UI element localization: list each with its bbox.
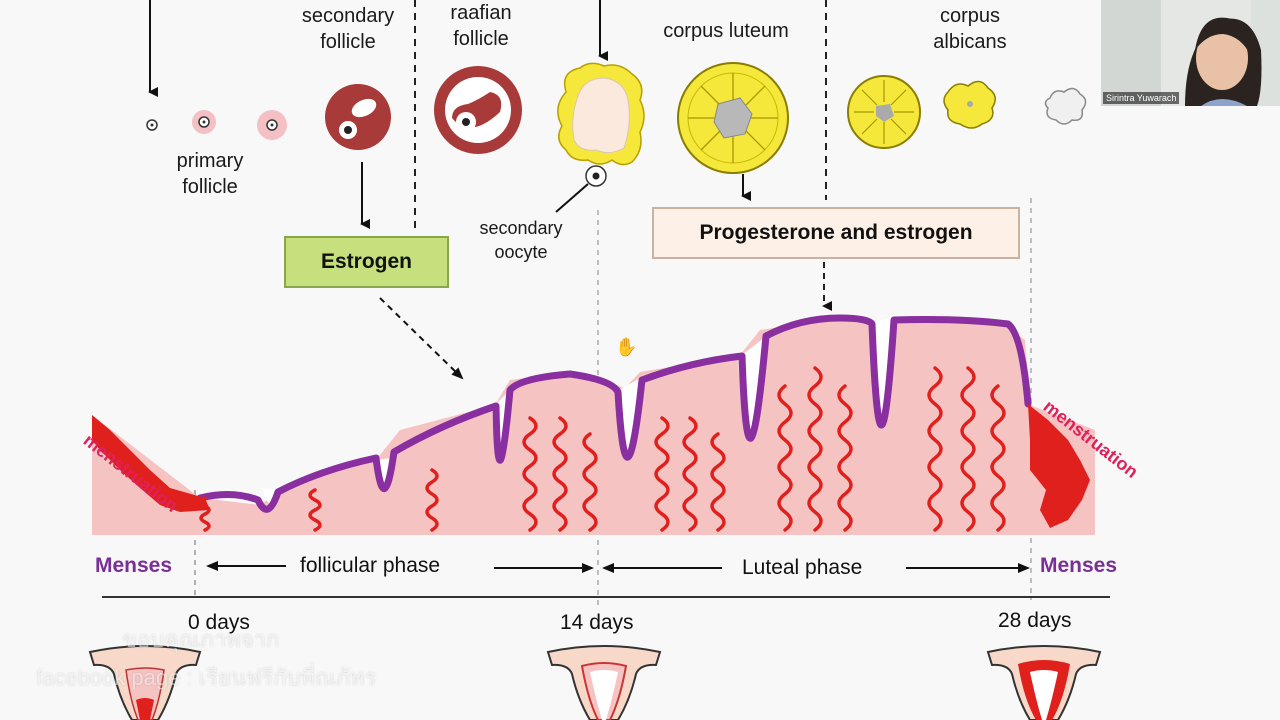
participant-name: Sirintra Yuwarach [1103,92,1180,104]
corpus-albicans-icons [847,75,1087,149]
label-day-14: 14 days [560,611,634,634]
label-primary-follicle: primary follicle [176,150,244,198]
raafian-follicle-icon [434,66,522,154]
label-raafian-follicle: raafian follicle [450,2,512,50]
label-day-0: 0 days [188,611,250,634]
label-luteal-phase: Luteal phase [736,556,869,580]
primary-follicle-icons [146,110,287,140]
menstrual-bleed-right [1028,404,1090,528]
dashed-arrow-estrogen [379,297,464,380]
endometrium-lining [92,314,1095,535]
participant-video-tile[interactable]: Sirintra Yuwarach [1101,0,1280,106]
label-secondary-oocyte: secondary oocyte [479,218,563,262]
progesterone-estrogen-box: Progesterone and estrogen [652,207,1020,259]
label-menses-right: Menses [1040,554,1118,577]
label-menses-left: Menses [95,554,173,577]
uterus-icon-day0 [88,645,202,720]
participant-avatar [1101,0,1280,106]
uterus-icon-day14 [546,645,662,720]
ruptured-follicle-icon [557,62,645,166]
label-secondary-follicle: secondary follicle [301,5,395,53]
menstrual-bleed-left [92,415,210,512]
label-day-28: 28 days [998,609,1072,632]
label-corpus-albicans: corpus albicans [933,5,1007,53]
label-corpus-luteum: corpus luteum [663,20,789,42]
watermark-line-2: facebook page : เรียนฟรีกับพี่ณภัทร [36,665,377,690]
secondary-follicle-icon [325,84,391,150]
label-follicular-phase: follicular phase [294,554,447,578]
watermark-line-1: ขอบคุณภาพจาก [122,627,280,652]
corpus-luteum-icon [677,62,789,174]
hand-cursor-icon: ✋ [615,337,638,357]
uterus-icon-day28 [986,645,1102,720]
oocyte-pointer-line [555,183,589,213]
estrogen-box: Estrogen [284,236,449,288]
